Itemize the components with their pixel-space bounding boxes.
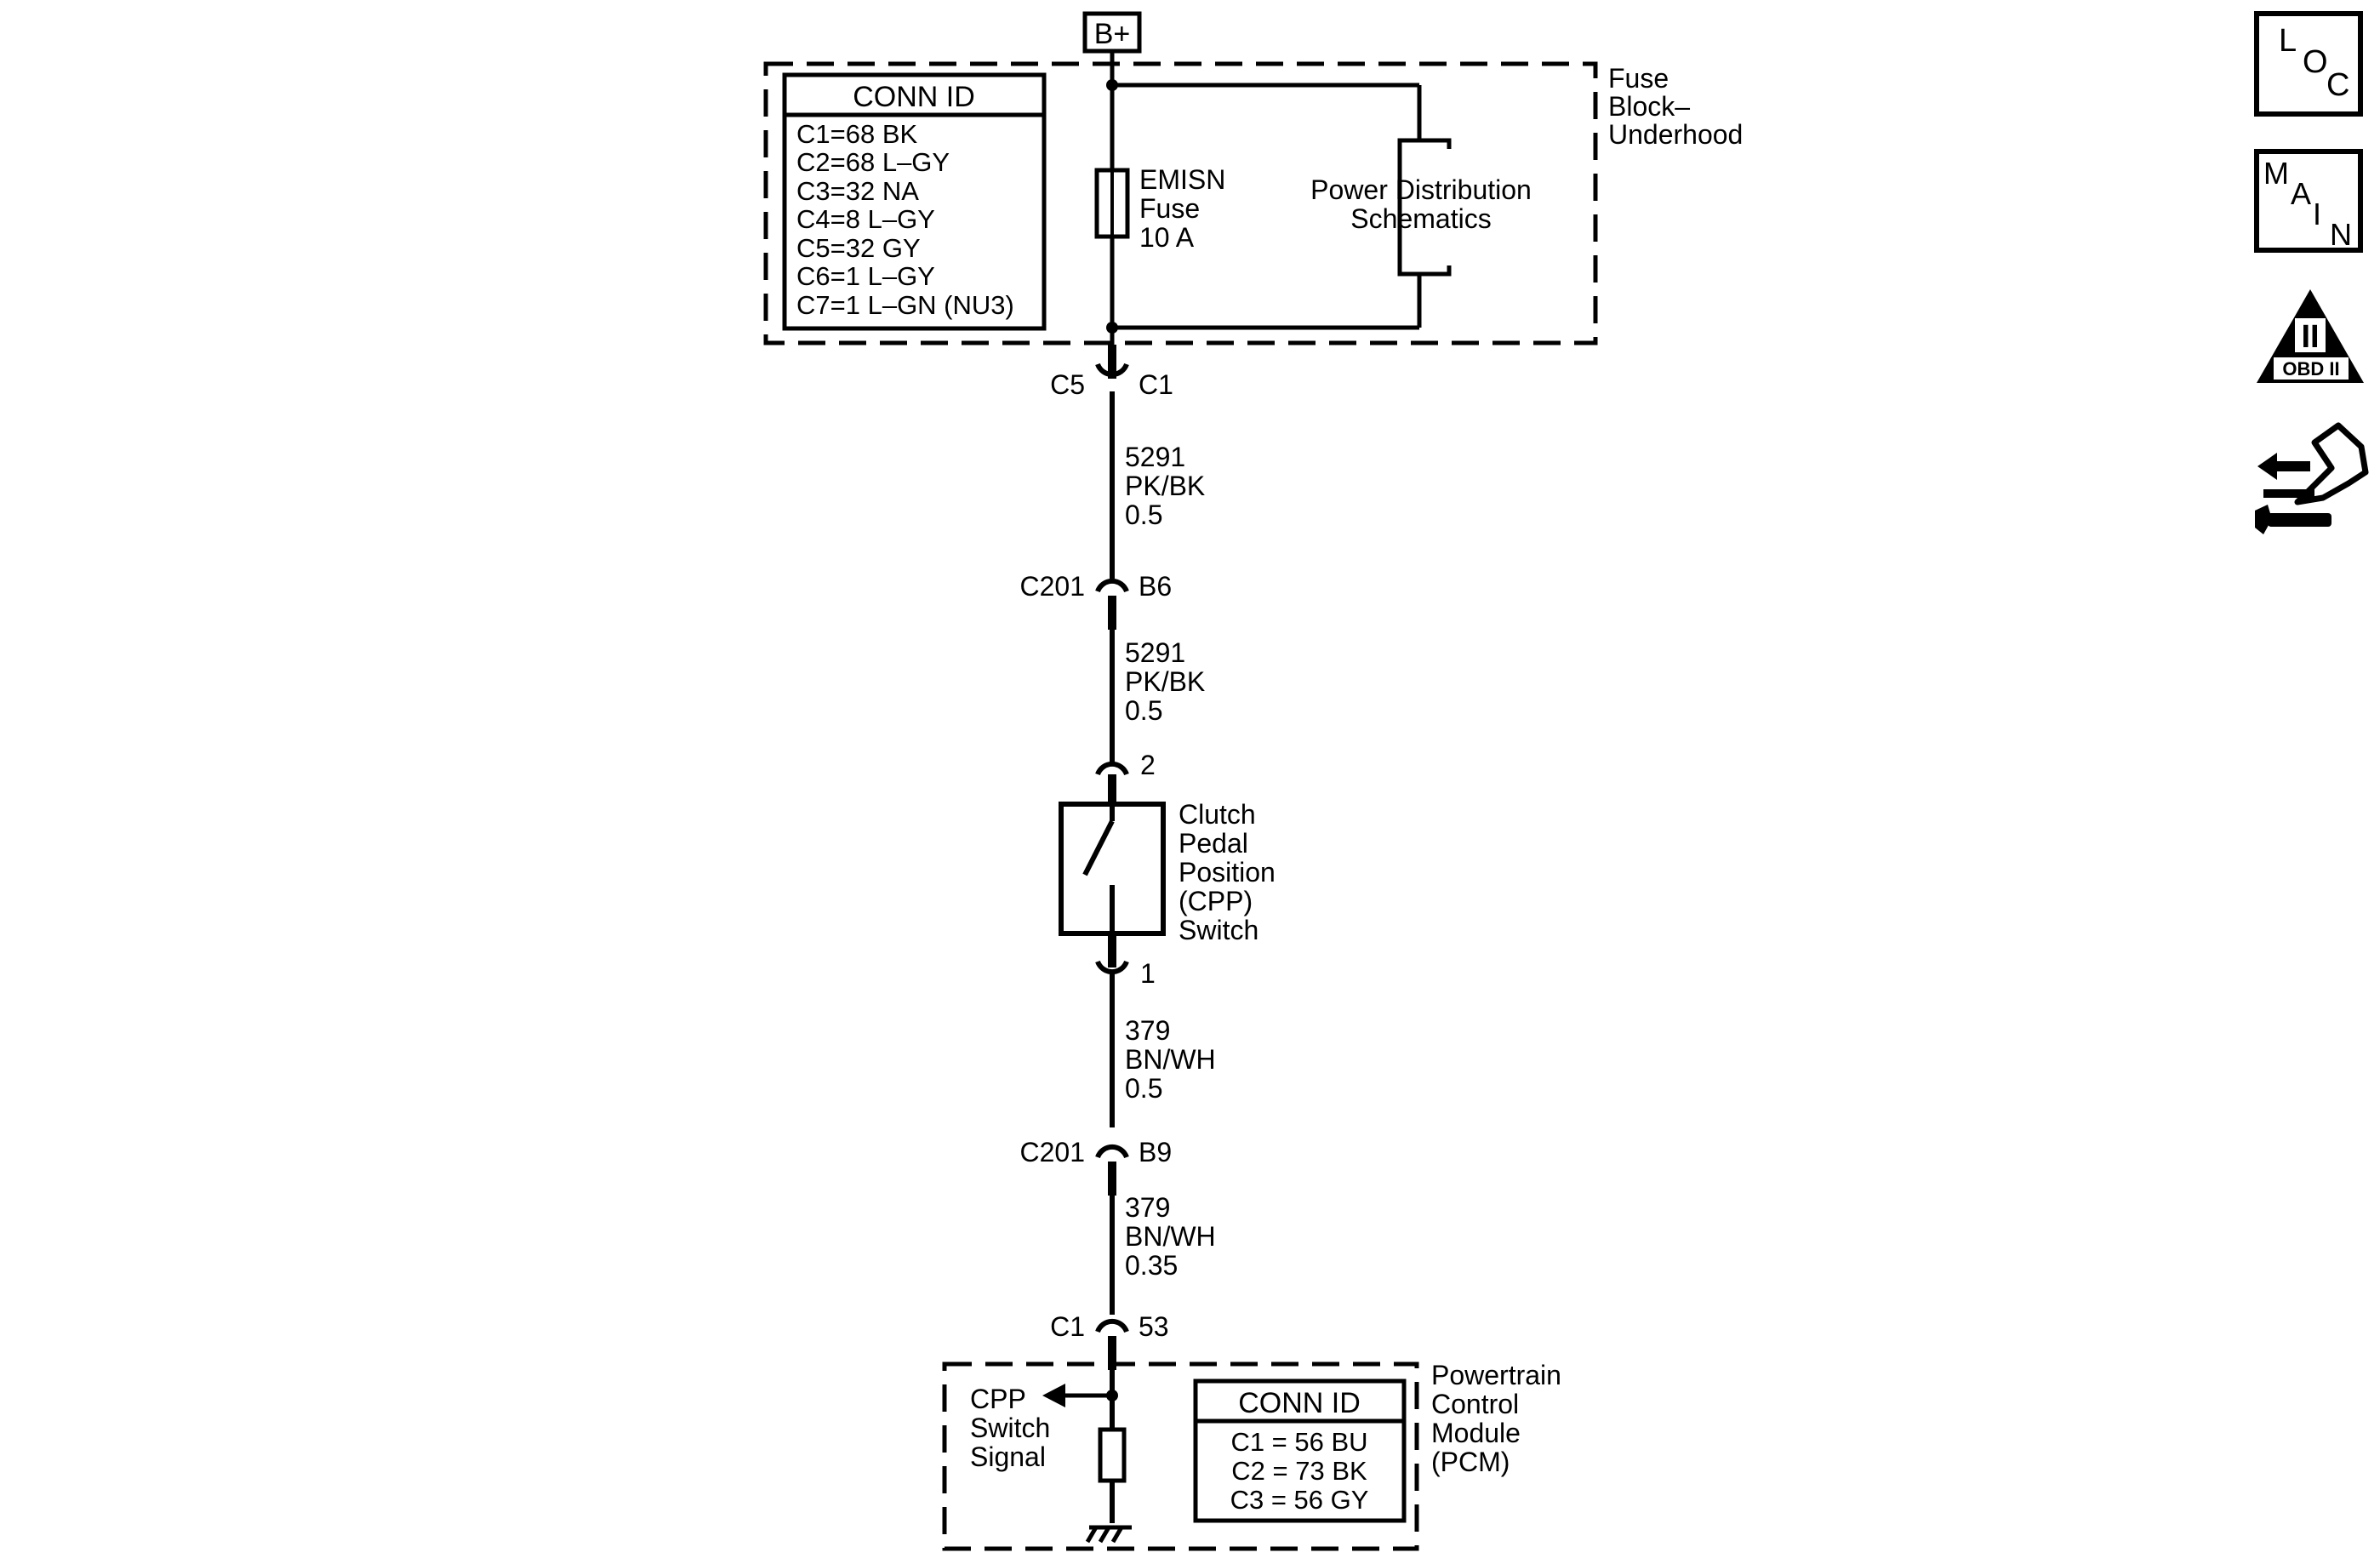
wire-gauge: 0.5: [1125, 499, 1162, 530]
svg-text:C5: C5: [1050, 369, 1085, 400]
pcm-input-circuit: [1042, 1384, 1132, 1544]
pcm-title-line1: Powertrain: [1431, 1360, 1561, 1390]
signal-label-line2: Switch: [970, 1413, 1050, 1443]
connector-wrench-icon: [2255, 422, 2369, 534]
svg-text:53: 53: [1139, 1311, 1169, 1342]
conn-id-row: C7=1 L–GN (NU3): [796, 290, 1014, 320]
svg-text:II: II: [2301, 319, 2319, 355]
fuse-label-line3: 10 A: [1139, 222, 1195, 253]
wire-circuit-number: 379: [1125, 1015, 1170, 1046]
conn-id-row: C2 = 73 BK: [1231, 1456, 1367, 1486]
fuse-block-title-line1: Fuse: [1608, 63, 1669, 94]
emisn-fuse-symbol: [1094, 168, 1130, 239]
splice-dot: [1106, 79, 1118, 91]
fuse-block-conn-id-table: CONN ID C1=68 BK C2=68 L–GY C3=32 NA C4=…: [782, 72, 1047, 331]
power-distribution-link-line1: Power Distribution: [1310, 174, 1532, 205]
svg-text:I: I: [2313, 197, 2321, 231]
pull-down-resistor-icon: [1098, 1427, 1127, 1483]
wire-gauge: 0.5: [1125, 1073, 1162, 1104]
fuse-label-line2: Fuse: [1139, 193, 1200, 224]
switch-label-line3: Position: [1179, 857, 1276, 888]
power-distribution-link-line2: Schematics: [1350, 203, 1491, 234]
wire-color: PK/BK: [1125, 471, 1205, 501]
switch-label-line2: Pedal: [1179, 828, 1248, 859]
connector-c201-b9: C201 B9: [1020, 1137, 1172, 1196]
conn-id-header: CONN ID: [853, 81, 975, 113]
svg-text:C201: C201: [1020, 1137, 1086, 1167]
switch-label-line1: Clutch: [1179, 799, 1256, 830]
obd-ii-button[interactable]: II OBD II: [2257, 289, 2364, 383]
connector-c1-53: C1 53: [1050, 1311, 1169, 1370]
signal-arrow-icon: [1042, 1384, 1065, 1407]
wire-circuit-number: 5291: [1125, 637, 1185, 668]
svg-text:C201: C201: [1020, 571, 1086, 602]
connector-c5-c1: C5 C1: [1050, 345, 1173, 400]
svg-text:M: M: [2263, 156, 2289, 191]
conn-id-row: C3=32 NA: [796, 176, 919, 206]
connector-cpp-pin1: 1: [1095, 933, 1156, 989]
connector-cpp-pin2: 2: [1095, 750, 1156, 808]
fuse-block-underhood: Fuse Block– Underhood: [763, 61, 1743, 345]
conn-id-header: CONN ID: [1238, 1387, 1361, 1419]
switch-label-line5: Switch: [1179, 915, 1258, 945]
wire-gauge: 0.35: [1125, 1250, 1178, 1281]
pcm-title-line3: Module: [1431, 1418, 1521, 1448]
switch-label-line4: (CPP): [1179, 886, 1253, 916]
ground-icon: [1085, 1525, 1132, 1544]
conn-id-row: C5=32 GY: [796, 233, 921, 263]
signal-label-line3: Signal: [970, 1441, 1046, 1472]
fuse-block-title-line2: Block–: [1608, 91, 1690, 122]
loc-button[interactable]: L O C: [2254, 11, 2363, 117]
splice-dot: [1106, 322, 1118, 334]
conn-id-row: C1=68 BK: [796, 119, 918, 149]
pcm-title-line4: (PCM): [1431, 1447, 1510, 1477]
pcm-title-line2: Control: [1431, 1389, 1519, 1419]
conn-id-row: C4=8 L–GY: [796, 204, 935, 234]
svg-text:1: 1: [1140, 958, 1156, 989]
conn-id-row: C6=1 L–GY: [796, 261, 935, 291]
svg-text:OBD II: OBD II: [2282, 358, 2339, 380]
wire-color: PK/BK: [1125, 666, 1205, 697]
battery-positive-label: B+: [1082, 11, 1142, 54]
wire-circuit-number: 379: [1125, 1192, 1170, 1223]
conn-id-row: C3 = 56 GY: [1230, 1485, 1369, 1515]
svg-text:B6: B6: [1139, 571, 1172, 602]
svg-text:C: C: [2326, 67, 2349, 103]
fuse-block-title-line3: Underhood: [1608, 119, 1743, 150]
svg-text:L: L: [2279, 23, 2297, 59]
conn-id-row: C2=68 L–GY: [796, 147, 950, 177]
svg-text:2: 2: [1140, 750, 1156, 780]
fuse-block-bus: [1110, 51, 1452, 345]
svg-text:B9: B9: [1139, 1137, 1172, 1167]
svg-text:B+: B+: [1094, 18, 1131, 50]
svg-text:C1: C1: [1050, 1311, 1085, 1342]
signal-label-line1: CPP: [970, 1384, 1026, 1414]
fuse-label-line1: EMISN: [1139, 164, 1225, 195]
wire-gauge: 0.5: [1125, 695, 1162, 726]
wire-circuit-number: 5291: [1125, 442, 1185, 472]
connector-wrench-button[interactable]: [2255, 422, 2369, 534]
powertrain-control-module: Powertrain Control Module (PCM): [942, 1360, 1561, 1551]
svg-text:O: O: [2303, 44, 2328, 80]
connector-c201-b6: C201 B6: [1020, 571, 1172, 630]
conn-id-row: C1 = 56 BU: [1230, 1427, 1367, 1457]
wire-color: BN/WH: [1125, 1044, 1216, 1075]
svg-text:N: N: [2330, 217, 2352, 252]
pcm-conn-id-table: CONN ID C1 = 56 BU C2 = 73 BK C3 = 56 GY: [1193, 1378, 1407, 1523]
main-button[interactable]: M A I N: [2254, 149, 2363, 253]
svg-text:C1: C1: [1139, 369, 1173, 400]
wire-color: BN/WH: [1125, 1221, 1216, 1252]
svg-text:A: A: [2291, 176, 2311, 211]
clutch-pedal-position-switch: [1059, 802, 1166, 936]
